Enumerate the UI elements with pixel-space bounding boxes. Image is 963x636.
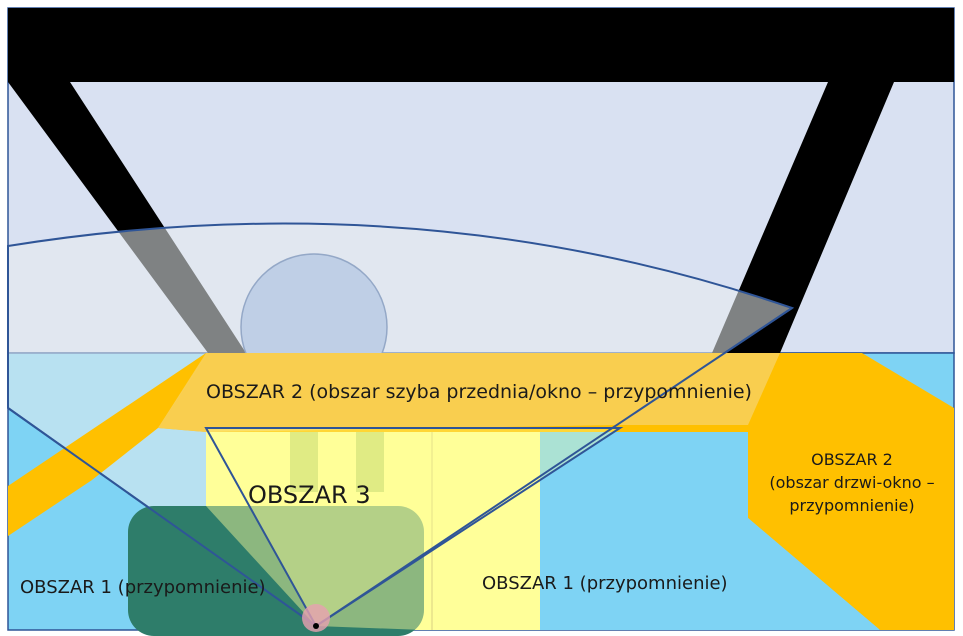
arc-edge-left [7,407,317,627]
arc-edge-right [315,307,793,627]
area1-right-label: OBSZAR 1 (przypomnienie) [482,573,728,594]
door-window-band [540,353,954,630]
area1-left-label: OBSZAR 1 (przypomnienie) [20,577,266,598]
steering-wheel-highlight [206,506,424,630]
eye-point-center [313,623,319,629]
area3-column-1 [290,432,318,492]
windshield-frame [8,8,954,353]
area2-windshield-label: OBSZAR 2 (obszar szyba przednia/okno – p… [206,381,752,403]
area2-door-label-line-1: OBSZAR 2 [811,450,893,469]
eye-point [302,604,330,632]
area2-door-label-line-2: (obszar drzwi-okno – [769,473,935,492]
windshield-band-left [8,353,208,536]
area2-door-label-line-3: przypomnienie) [789,496,915,515]
windshield-band-fade [158,353,780,432]
vision-cone [204,427,624,628]
area3-column-2 [356,432,384,492]
area3-label: OBSZAR 3 [248,481,371,509]
dashboard-strip [540,432,880,630]
area2-door-label: OBSZAR 2 (obszar drzwi-okno – przypomnie… [752,448,952,517]
